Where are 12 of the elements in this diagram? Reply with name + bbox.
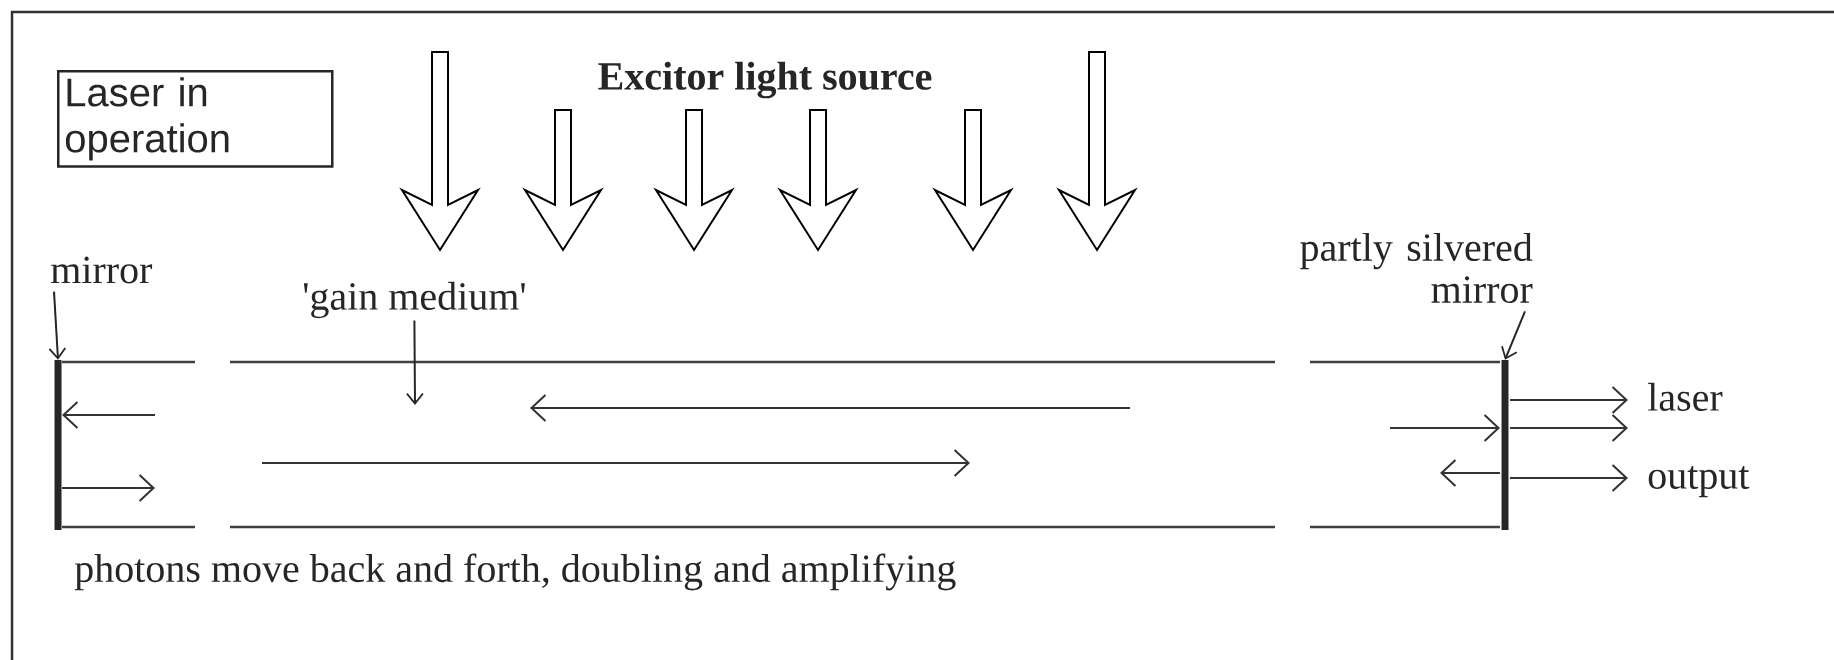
caption-text: photons move back and forth, doubling and amplifying <box>74 553 956 591</box>
label-text: laser output <box>1648 382 1750 498</box>
leader-line <box>48 290 67 360</box>
leader-line <box>1501 310 1526 360</box>
mirror-bar <box>54 360 62 530</box>
label-text: 'gain medium' <box>303 281 525 319</box>
title-box: Laser in operation <box>57 70 334 168</box>
mirror-bar <box>1501 360 1509 530</box>
label-text: mirror <box>51 256 153 284</box>
leader-line <box>406 319 424 405</box>
label-text: partly silvered mirror <box>1300 232 1533 304</box>
heading: Excitor light source <box>598 61 932 99</box>
